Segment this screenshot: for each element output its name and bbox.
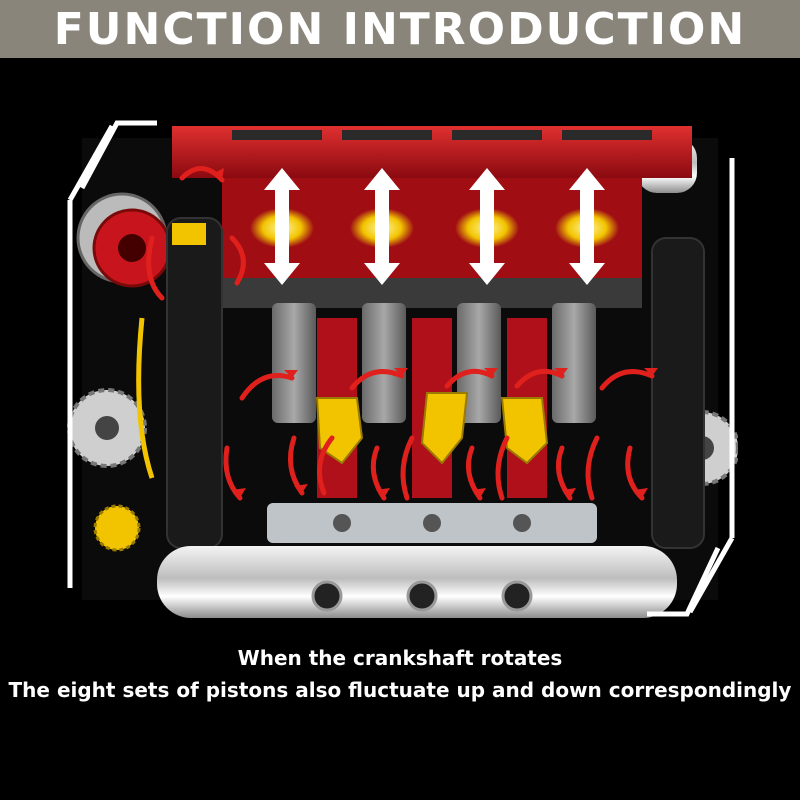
- rotation-arrow-icon: [146, 235, 165, 301]
- rotation-arrow-icon: [239, 373, 295, 401]
- up-down-arrow-icon: [469, 168, 505, 285]
- frame-bracket-icon: [67, 120, 735, 617]
- caption-line-1: When the crankshaft rotates: [237, 646, 563, 670]
- page-title: FUNCTION INTRODUCTION: [53, 3, 747, 55]
- rotation-arrow-icon: [229, 235, 246, 286]
- up-down-arrow-icon: [264, 168, 300, 285]
- rotation-arrow-icon: [599, 369, 655, 391]
- piston-row: [250, 168, 619, 285]
- up-down-arrow-icon: [364, 168, 400, 285]
- rotation-arrow-icon: [349, 369, 405, 391]
- rotation-arrow-icon: [400, 435, 415, 501]
- caption-line-2: The eight sets of pistons also fluctuate…: [8, 678, 792, 702]
- up-down-arrow-icon: [569, 168, 605, 285]
- rotation-arrow-icon: [495, 435, 510, 501]
- rotation-arrow-icon: [444, 368, 495, 389]
- header-banner: FUNCTION INTRODUCTION: [0, 0, 800, 58]
- engine-model-photo: [67, 120, 738, 618]
- rotation-arrow-icon: [317, 435, 335, 496]
- rotation-arrow-icon: [514, 368, 565, 389]
- rotation-arrow-icon: [585, 435, 600, 501]
